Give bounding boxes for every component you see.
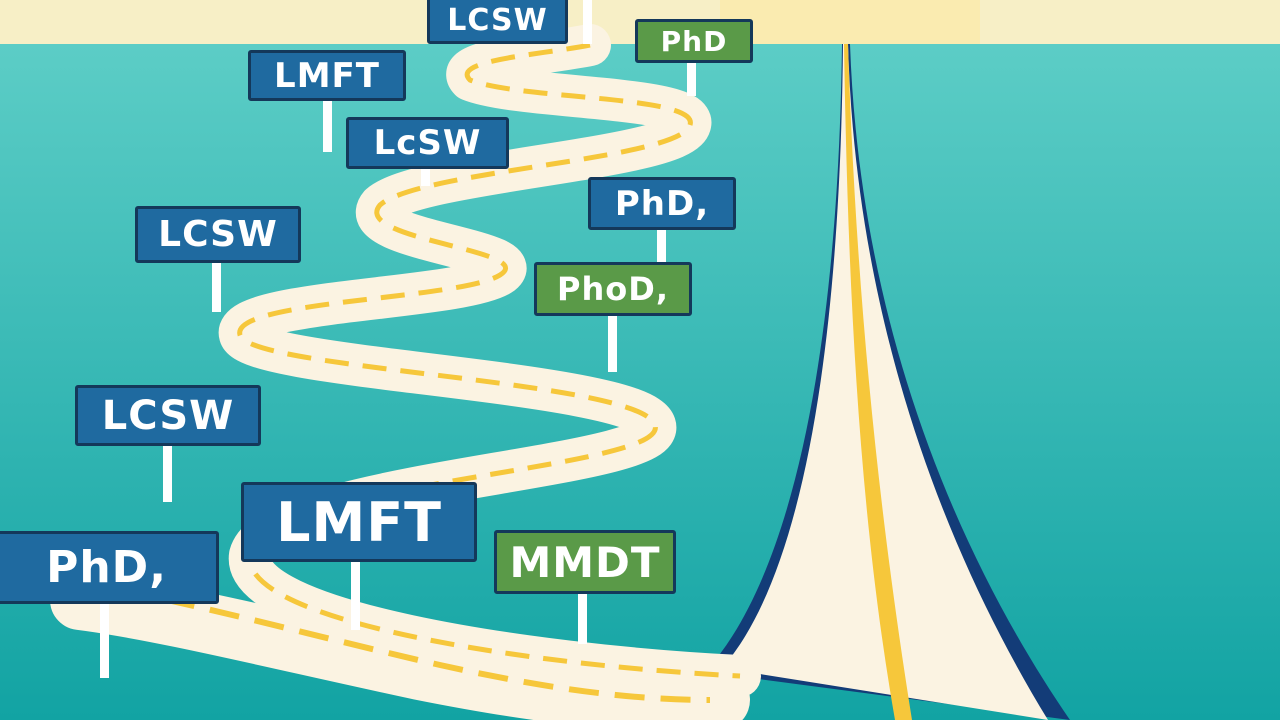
winding-road-lower xyxy=(50,570,750,720)
sign-lmft-upper: LMFT xyxy=(248,50,406,101)
sign-post xyxy=(212,260,221,312)
sign-post xyxy=(421,166,430,186)
sign-phod: PhoD, xyxy=(534,262,692,316)
sign-phd-top: PhD xyxy=(635,19,753,63)
sign-lcsw-lower: LCSW xyxy=(75,385,261,446)
sign-post xyxy=(583,0,592,44)
straight-road xyxy=(722,44,1048,720)
sign-post xyxy=(163,444,172,502)
sign-post xyxy=(351,560,360,630)
sun-glow xyxy=(720,0,980,46)
sign-post xyxy=(608,314,617,372)
sign-lcsw-left: LCSW xyxy=(135,206,301,263)
sign-post xyxy=(578,592,587,644)
sign-mdt: MMDT xyxy=(494,530,676,594)
sign-lcsw-top: LCSW xyxy=(427,0,568,44)
sign-phd-right: PhD, xyxy=(588,177,736,230)
straight-road-lane xyxy=(844,44,912,720)
sign-lmft-large: LMFT xyxy=(241,482,477,562)
sign-lcsw-mid: LcSW xyxy=(346,117,509,169)
sign-post xyxy=(657,228,666,264)
winding-road-lower-lane xyxy=(119,587,711,703)
sign-post xyxy=(687,60,696,96)
sign-phd-bottom: PhD, xyxy=(0,531,219,604)
sign-post xyxy=(100,602,109,678)
sign-post xyxy=(323,98,332,152)
